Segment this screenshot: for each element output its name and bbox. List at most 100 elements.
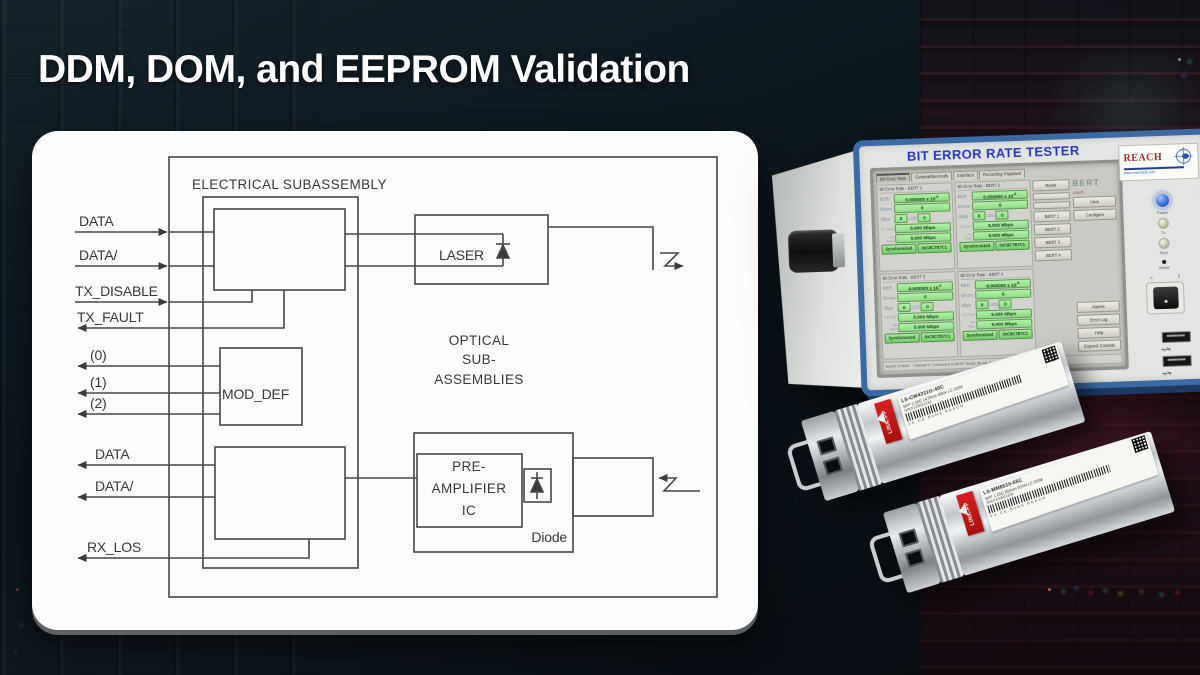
rx-coupler-box [572,457,654,517]
synchronized-button[interactable]: Synchronized [884,332,920,344]
lc-port [816,436,838,456]
rx-rate-label: Rx Rate [886,234,895,244]
usb-icon [1162,371,1172,376]
pattern-button[interactable]: 0xC8C7B7C1 [916,242,952,254]
diagram-panel: ELECTRICAL SUBASSEMBLY DATA DATA/ TX_DIS… [32,131,758,630]
los-field: 0 [920,301,935,311]
bert-front-panel: BIT ERROR RATE TESTER Bit Error Rate Gen… [852,128,1200,397]
tx-led [1157,217,1169,230]
optical-label-line2: SUB- [462,352,496,367]
diode-label: Diode [531,529,567,545]
bert-instrument: BIT ERROR RATE TESTER Bit Error Rate Gen… [771,121,1200,400]
bert1-button[interactable]: BERT 1 [1033,210,1071,223]
page-title: DDM, DOM, and EEPROM Validation [38,48,690,91]
slips-field: 0 [975,299,989,310]
usb-ports [1161,331,1193,377]
view-button[interactable]: View [1072,195,1117,209]
bert3-button[interactable]: BERT 3 [1034,236,1072,249]
reset-label: Reset [1159,264,1170,271]
pattern-button[interactable]: 0xC8C7B7C1 [994,239,1030,251]
laser-driver-box [213,208,346,291]
configure-button[interactable]: Configure [1073,208,1117,222]
power-switch-plate [1145,281,1185,315]
tab-recording-playback[interactable]: Recording Playback [978,168,1026,180]
tx-input-lines [75,228,285,332]
rx-fiber-symbol [658,474,700,492]
tx-rate-label: Tx Rate [883,315,898,320]
pattern-button[interactable]: 0xC8C7B7C1 [919,330,955,342]
photodiode-box [523,468,552,503]
mod-def-box [219,347,303,426]
reset-button[interactable]: Reset [1032,179,1070,192]
synchronized-button[interactable]: Synchronized [962,329,998,341]
slips-label: Slips [961,302,972,308]
help-button[interactable]: Help [1077,326,1121,339]
los-field: 0 [998,298,1013,309]
tx-osa-box [414,214,549,285]
reach-crosshair-icon [1174,147,1193,166]
small-button[interactable] [1032,192,1070,201]
laser-label: LASER [439,247,484,263]
preamp-label-line1: PRE- [452,459,486,474]
optical-label-line1: OPTICAL [449,333,510,348]
usb-port-1[interactable] [1161,331,1191,344]
slips-field: 0 [897,302,911,312]
tab-interface[interactable]: Interface [953,170,979,181]
ber-label: BER [882,284,893,291]
status-left: DevID: 5.0a1b [885,363,910,369]
post-amplifier-box [214,446,346,540]
reset-pinhole[interactable] [1162,259,1167,264]
bert-right-column: BERT reach View Configure Alarms Error L… [1071,177,1122,353]
photodiode-icon [529,472,545,499]
reach-mini-logo: reach [1072,189,1084,196]
bert-touchscreen[interactable]: Bit Error Rate General/Seconds Interface… [869,159,1129,379]
synchronized-button[interactable]: Synchronized [881,243,917,255]
electrical-subassembly-box [168,156,718,598]
synchronized-button[interactable]: Synchronized [959,240,995,253]
ber-label: BER [960,282,970,288]
power-button[interactable] [1153,191,1171,210]
sfp-brand-tag: LINK-PP [873,398,903,444]
pattern-button[interactable]: 0xC8C7B7C1 [997,328,1033,340]
signal-label-rx-los: RX_LOS [87,539,141,555]
usb-port-2[interactable] [1162,355,1192,368]
signal-label-mod-def-2: (2) [90,395,107,411]
errors-label: Errors [958,203,971,210]
tx-fiber-symbol [660,252,684,270]
signal-label-data-rx: DATA [95,446,130,462]
los-field: 0 [917,213,932,223]
reach-brand-card: REACH www.reachtest.com [1118,142,1200,182]
rx-output-lines [77,461,310,562]
reach-brand-name: REACH [1123,151,1163,165]
los-label: LOS [908,215,917,221]
tx-rate-label: Tx Rate [961,312,975,318]
ber-label: BER [957,193,967,200]
error-log-button[interactable]: Error Log [1076,313,1121,326]
slips-label: Slips [883,304,894,311]
sfp-brand-tag: LINK-PP [955,490,985,536]
laser-diode-icon [495,243,511,259]
small-button[interactable] [1033,201,1071,210]
tab-general-seconds[interactable]: General/Seconds [910,171,953,182]
preamp-label-line3: IC [462,503,476,518]
bert2-button[interactable]: BERT 2 [1033,223,1072,236]
power-rocker-switch[interactable] [1152,286,1179,310]
rx-rate-label: Rx Rate [967,320,976,329]
lc-port [904,548,926,568]
bert4-button[interactable]: BERT 4 [1034,249,1073,262]
slips-field: 0 [972,211,986,221]
preamplifier-box [416,453,523,528]
expand-console-button[interactable]: Expand Console [1077,339,1122,352]
sync-led-label: Sync [1159,249,1169,256]
tab-bit-error-rate[interactable]: Bit Error Rate [875,172,911,183]
signal-label-tx-disable: TX_DISABLE [75,283,158,299]
alarms-button[interactable]: Alarms [1076,300,1120,313]
rx-rate-label: Rx Rate [964,232,973,241]
slips-field: 0 [894,213,908,224]
signal-label-data-bar-tx: DATA/ [79,247,117,263]
led-lights-decor [1178,58,1181,61]
bert-select-buttons: Reset BERT 1 BERT 2 BERT 3 BERT 4 [1032,178,1075,354]
